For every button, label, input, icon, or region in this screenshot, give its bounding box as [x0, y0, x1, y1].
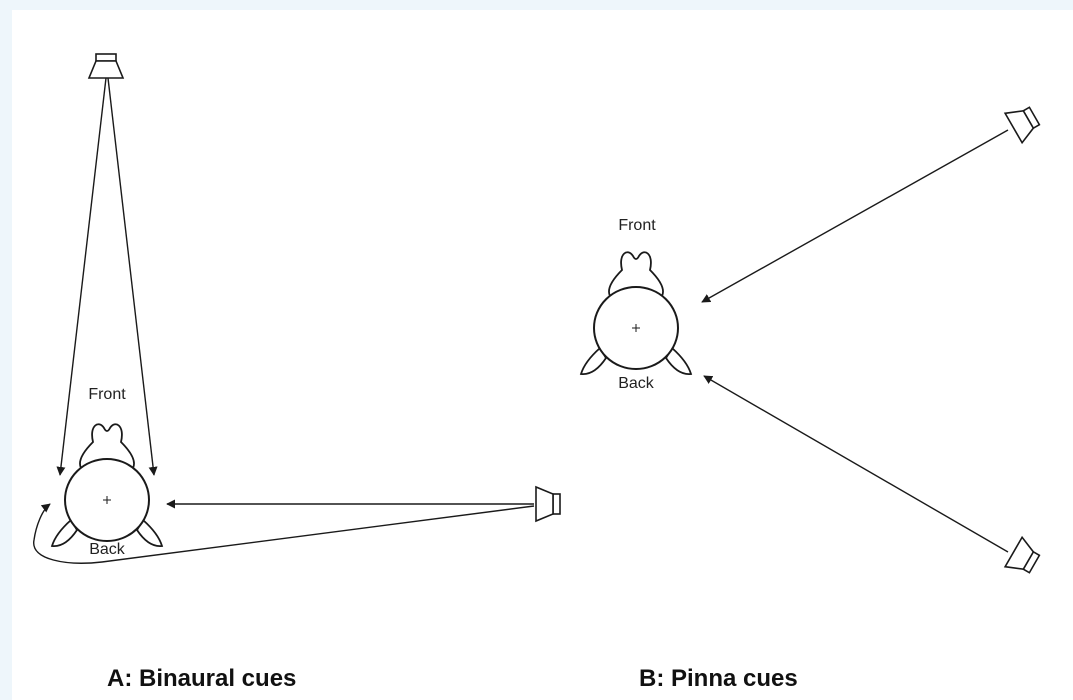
arrow-right-to-far-ear — [33, 503, 535, 564]
back-label-a: Back — [89, 541, 126, 558]
arrow-lower-to-head — [703, 375, 1009, 553]
panel-a-binaural: Front Back A: Binaural cues — [33, 53, 561, 692]
panel-b-pinna: Front Back B: Pinna cues — [580, 100, 1044, 692]
speaker-right — [535, 486, 561, 522]
front-label-a: Front — [88, 386, 126, 403]
diagram-canvas: Front Back A: Binaural cues Front Back B… — [12, 10, 1073, 700]
front-label-b: Front — [618, 217, 656, 234]
speaker-lower-right — [1004, 536, 1044, 580]
caption-a: A: Binaural cues — [107, 665, 296, 692]
sound-localization-diagram: Front Back A: Binaural cues Front Back B… — [33, 53, 1044, 692]
back-label-b: Back — [618, 375, 655, 392]
speaker-top — [88, 53, 124, 79]
speaker-upper-right — [1004, 100, 1044, 144]
head-a — [51, 423, 163, 548]
arrow-top-to-right-ear — [107, 77, 158, 476]
arrow-upper-to-head — [701, 129, 1009, 303]
head-b — [580, 251, 692, 376]
caption-b: B: Pinna cues — [639, 665, 798, 692]
arrow-top-to-left-ear — [56, 77, 107, 476]
